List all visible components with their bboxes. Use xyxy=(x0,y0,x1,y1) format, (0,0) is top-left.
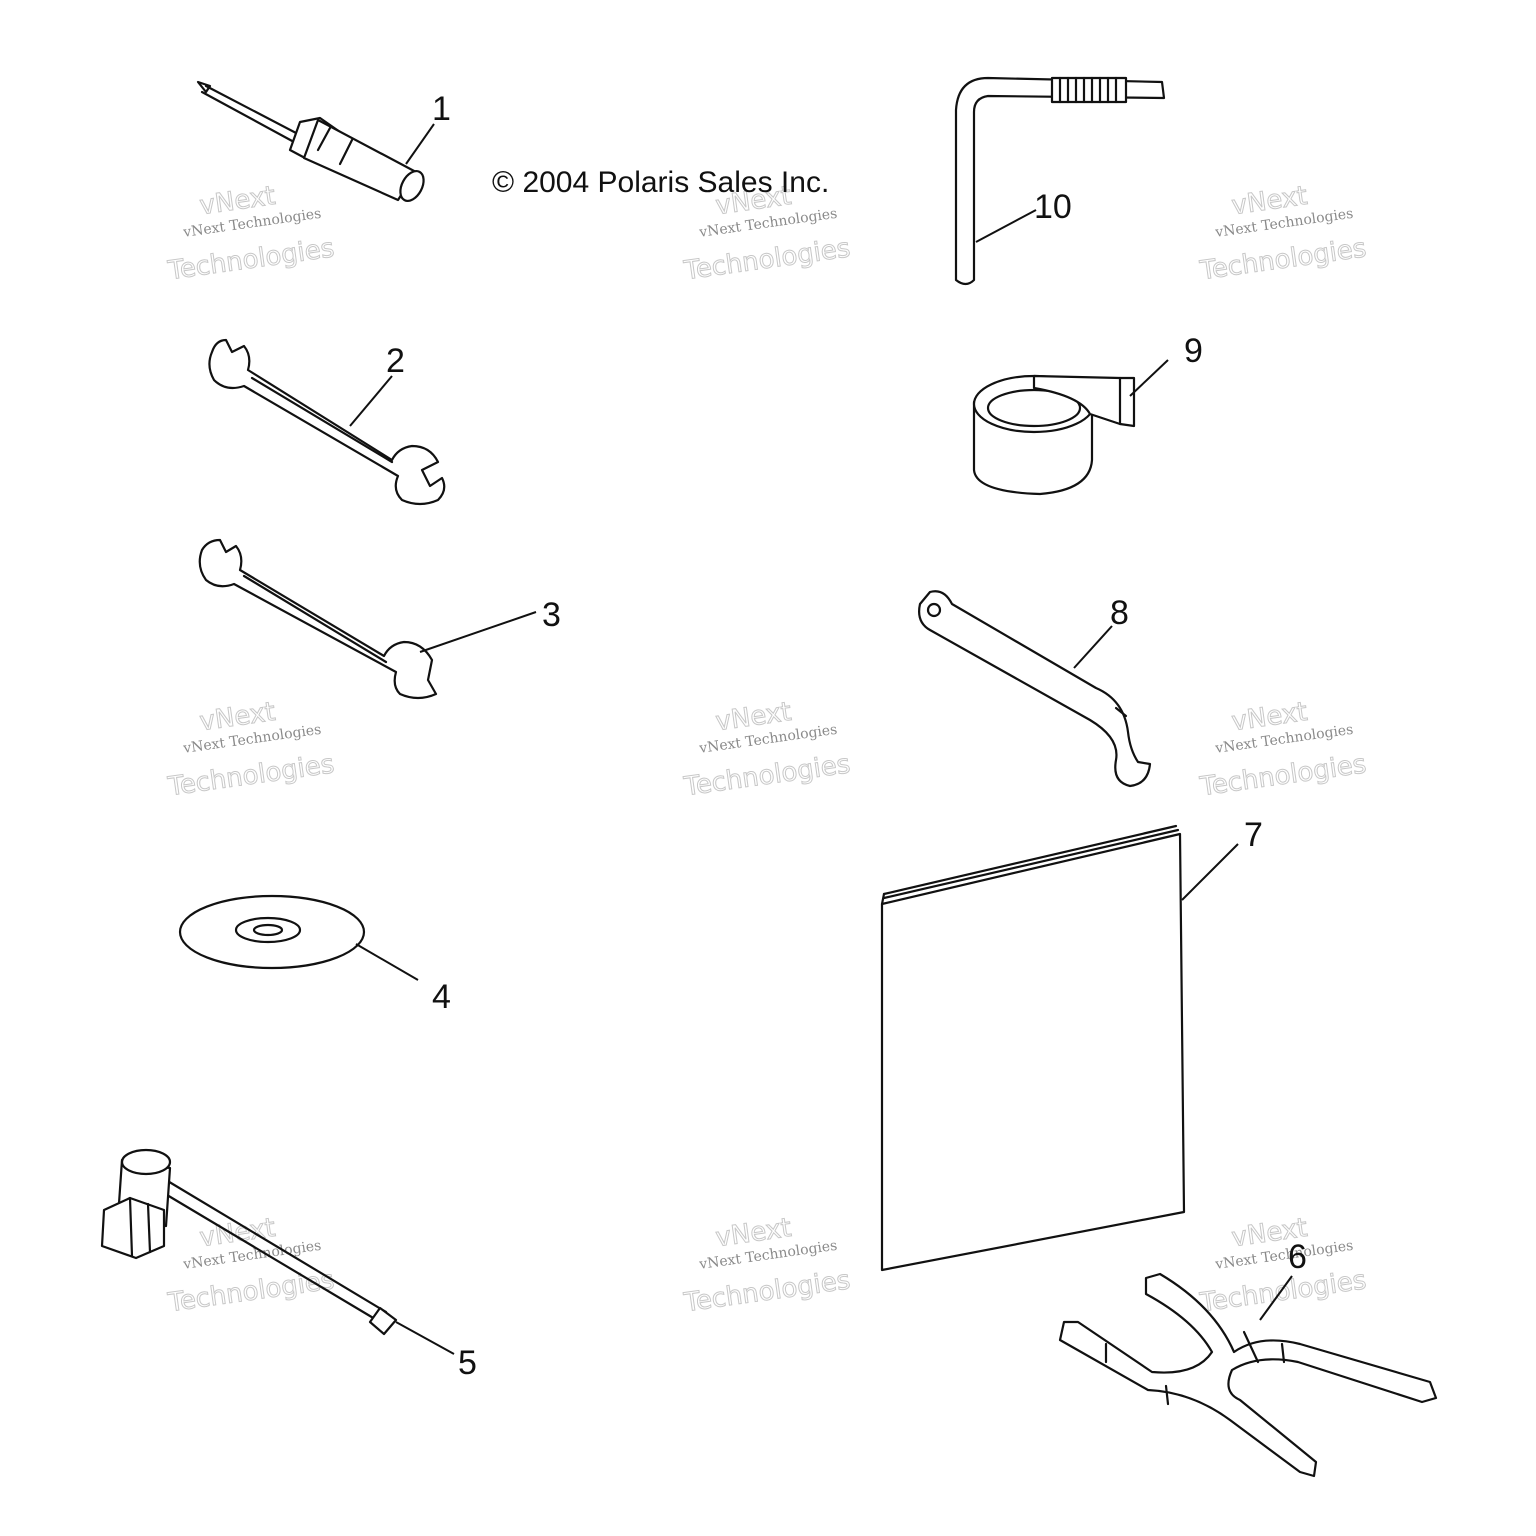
watermark-line3: Technologies xyxy=(1198,233,1369,286)
part-2-open-end-wrench-icon xyxy=(208,338,446,506)
watermark-line3: Technologies xyxy=(682,749,853,802)
watermark-bottom-left: vNext vNext Technologies Technologies xyxy=(165,1212,337,1318)
watermark-line3: Technologies xyxy=(166,749,337,802)
watermark-line3: Technologies xyxy=(682,233,853,286)
part-9-strap-roll-icon xyxy=(972,374,1136,496)
leader-1 xyxy=(405,123,435,165)
leader-8 xyxy=(1073,625,1113,669)
callout-4: 4 xyxy=(432,978,451,1016)
leader-10 xyxy=(975,209,1037,243)
part-6-clutch-holder-tool-icon xyxy=(1058,1272,1438,1478)
callout-1: 1 xyxy=(432,90,451,128)
part-1-screwdriver-icon xyxy=(196,80,425,202)
callout-2: 2 xyxy=(386,342,405,380)
part-4-disc-icon xyxy=(178,894,366,970)
part-8-spanner-wrench-icon xyxy=(918,590,1152,788)
watermark-mid-left: vNext vNext Technologies Technologies xyxy=(165,696,337,802)
watermark-mid-center: vNext vNext Technologies Technologies xyxy=(681,696,853,802)
callout-5: 5 xyxy=(458,1344,477,1382)
leader-6 xyxy=(1259,1275,1293,1321)
callout-3: 3 xyxy=(542,596,561,634)
part-5-spark-plug-wrench-icon xyxy=(100,1148,398,1336)
callout-7: 7 xyxy=(1244,816,1263,854)
part-3-open-end-wrench-icon xyxy=(198,538,438,700)
watermark-bottom-right: vNext vNext Technologies Technologies xyxy=(1197,1212,1369,1318)
watermark-top-left: vNext vNext Technologies Technologies xyxy=(165,180,337,286)
leader-4 xyxy=(355,943,419,981)
callout-8: 8 xyxy=(1110,594,1129,632)
watermark-top-right: vNext vNext Technologies Technologies xyxy=(1197,180,1369,286)
part-7-manual-booklet-icon xyxy=(880,824,1186,1272)
watermark-line3: Technologies xyxy=(166,1265,337,1318)
watermark-bottom-center: vNext vNext Technologies Technologies xyxy=(681,1212,853,1318)
watermark-line3: Technologies xyxy=(166,233,337,286)
callout-10: 10 xyxy=(1034,188,1072,226)
leader-7 xyxy=(1181,843,1239,901)
copyright-text: © 2004 Polaris Sales Inc. xyxy=(492,166,829,199)
leader-3 xyxy=(419,611,537,653)
leader-2 xyxy=(349,375,393,427)
watermark-line3: Technologies xyxy=(1198,1265,1369,1318)
watermark-line3: Technologies xyxy=(1198,749,1369,802)
callout-6: 6 xyxy=(1288,1238,1307,1276)
callout-9: 9 xyxy=(1184,332,1203,370)
leader-9 xyxy=(1129,359,1169,397)
leader-5 xyxy=(395,1321,455,1355)
watermark-line3: Technologies xyxy=(682,1265,853,1318)
part-10-l-hex-key-icon xyxy=(954,76,1166,286)
watermark-mid-right: vNext vNext Technologies Technologies xyxy=(1197,696,1369,802)
